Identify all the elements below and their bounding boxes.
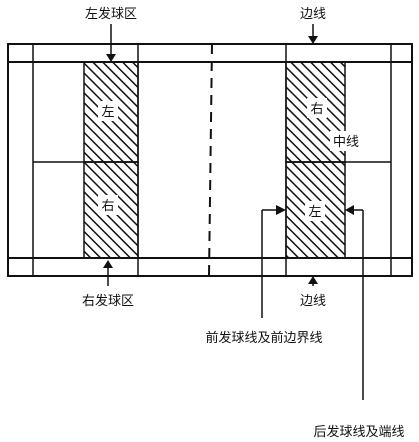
zone-label-left-bottom: 右 — [101, 199, 114, 214]
net-line — [208, 43, 213, 277]
label-left-service-court: 左发球区 — [85, 6, 137, 22]
label-sideline-bottom: 边线 — [300, 294, 326, 309]
zone-label-left-top: 左 — [101, 105, 114, 120]
label-front-service-line: 前发球线及前边界线 — [205, 330, 322, 346]
court-outer-boundary — [7, 43, 413, 277]
zone-label-right-top: 右 — [310, 102, 323, 117]
label-sideline-top: 边线 — [300, 7, 326, 22]
label-center-line: 中线 — [333, 135, 359, 150]
zone-label-right-bottom: 左 — [308, 205, 321, 220]
label-right-service-court: 右发球区 — [82, 293, 134, 309]
label-back-service-line: 后发球线及端线 — [313, 424, 404, 440]
